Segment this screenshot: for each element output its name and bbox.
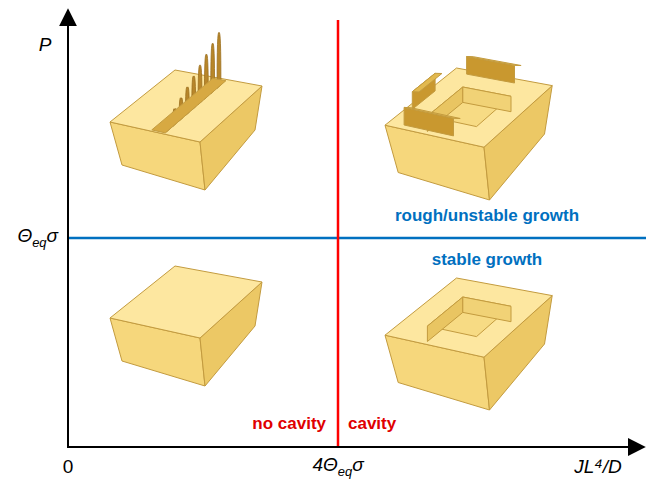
crystal-top xyxy=(385,68,552,147)
axis-label: P xyxy=(39,35,52,56)
label-text: cavity xyxy=(348,414,396,433)
crystal-rough-cavity xyxy=(385,57,552,201)
label-text: σ xyxy=(352,454,363,475)
axis-tick-label: Θeqσ xyxy=(17,226,58,250)
region-label: cavity xyxy=(348,415,396,434)
label-text: rough/unstable growth xyxy=(395,206,579,225)
crystal-rough xyxy=(110,32,262,190)
label-text: 4Θ xyxy=(312,454,337,475)
crystal-cavity xyxy=(385,278,552,410)
cavity-wall xyxy=(427,297,462,342)
label-text: no cavity xyxy=(252,414,326,433)
label-text: JL⁴/D xyxy=(574,456,621,477)
axis-tick-label: 0 xyxy=(63,457,74,478)
crystal-top xyxy=(110,70,262,142)
rough-band xyxy=(152,78,226,133)
axis-label: JL⁴/D xyxy=(574,457,621,478)
axis-tick-label: 4Θeqσ xyxy=(312,455,363,479)
x-axis xyxy=(67,446,644,448)
stability-boundary xyxy=(68,237,646,240)
cavity-wall xyxy=(463,297,511,322)
label-text: P xyxy=(39,34,52,55)
cavity-wall xyxy=(463,87,511,112)
surface-ridge xyxy=(412,73,442,92)
subscript-text: eq xyxy=(338,464,352,479)
region-label: rough/unstable growth xyxy=(395,207,579,226)
label-text: 0 xyxy=(63,456,74,477)
region-label: stable growth xyxy=(432,251,543,270)
crystal-top xyxy=(110,266,262,338)
subscript-text: eq xyxy=(32,235,46,250)
region-label: no cavity xyxy=(252,415,326,434)
y-axis xyxy=(67,10,69,448)
label-text: σ xyxy=(47,225,58,246)
cavity-boundary xyxy=(337,20,340,447)
crystal-top xyxy=(385,278,552,357)
surface-ridge xyxy=(467,57,521,66)
label-text: stable growth xyxy=(432,250,543,269)
crystal-plain xyxy=(110,266,262,386)
label-text: Θ xyxy=(17,225,32,246)
